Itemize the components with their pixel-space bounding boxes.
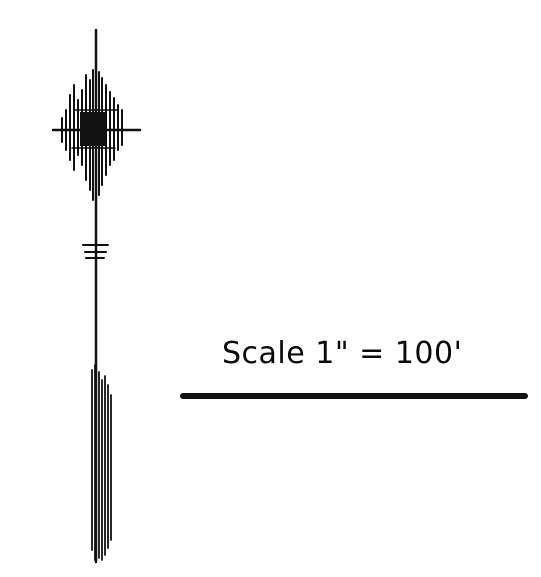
tick-marks [82,244,109,259]
scale-label: Scale 1" = 100' [222,336,463,371]
lower-cluster [91,364,112,561]
upper-cluster [51,69,142,201]
scale-bar [180,393,528,399]
